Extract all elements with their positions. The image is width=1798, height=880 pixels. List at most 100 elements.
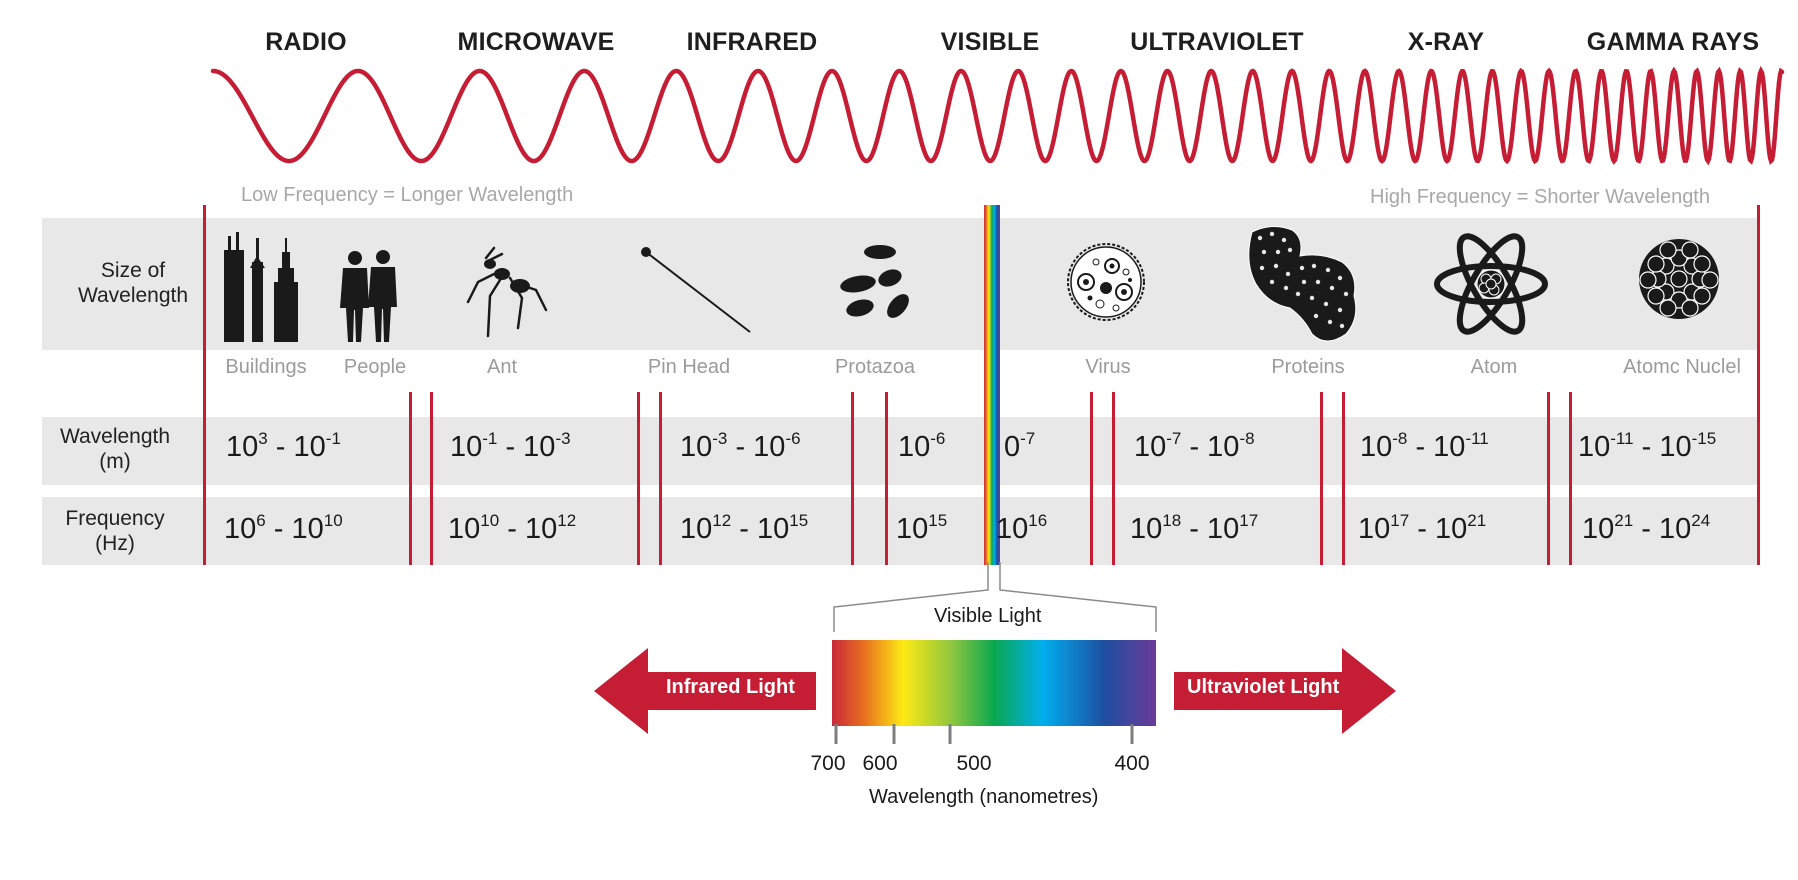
object-label-pin-head: Pin Head: [647, 356, 731, 378]
wavelength-base: 10: [898, 431, 931, 463]
wavelength-separator: -: [727, 431, 754, 463]
wavelength-exponent: -11: [1465, 429, 1489, 448]
protein-dot: [1323, 301, 1329, 307]
tick-700: 700: [810, 752, 846, 775]
protein-dot: [1283, 285, 1289, 291]
frequency-base: 10: [1206, 513, 1240, 545]
wavelength-base: 10: [1659, 431, 1692, 463]
wavelength-strip: [42, 417, 1760, 485]
nucleon-dot: [1647, 287, 1665, 305]
wave-line: [210, 65, 1785, 166]
wavelength-base: 10: [1207, 431, 1240, 463]
nucleon-dot: [1659, 299, 1677, 317]
protein-dot: [1301, 279, 1307, 285]
wavelength-separator: -: [267, 431, 294, 463]
wavelength-base: 10: [293, 431, 326, 463]
wavelength-value: 10-11 - 10-15: [1578, 429, 1717, 464]
wavelength-exponent: -6: [785, 429, 801, 448]
atomic-nuclei-icon: [1639, 239, 1719, 319]
frequency-exponent: 18: [1162, 511, 1182, 530]
nucleon-dot: [1681, 241, 1699, 259]
frequency-value: 1017 - 1021: [1358, 511, 1486, 546]
divider: [1342, 392, 1345, 565]
frequency-base: 10: [896, 513, 929, 545]
size-row-label-line1: Size of: [100, 259, 166, 282]
wavelength-value: 103 - 10-1: [226, 429, 341, 464]
frequency-exponent: 15: [928, 511, 948, 530]
protein-dot: [1287, 247, 1293, 253]
frequency-separator: -: [1633, 513, 1659, 545]
protein-dot: [1299, 265, 1305, 271]
frequency-base: 10: [448, 513, 481, 545]
protein-dot: [1337, 307, 1343, 313]
protein-dot: [1275, 249, 1281, 255]
protein-dot: [1309, 295, 1315, 301]
infrared-arrow-label: Infrared Light: [666, 676, 795, 698]
wavelength-exponent: -7: [1166, 429, 1182, 448]
visible-zoom-lines: [833, 562, 1157, 632]
frequency-row-label: Frequency (Hz): [40, 506, 190, 556]
nucleon-dot: [1693, 287, 1711, 305]
wavelength-exponent: -15: [1691, 429, 1717, 448]
frequency-value: 1016: [996, 511, 1048, 546]
wavelength-exponent: -7: [1020, 429, 1036, 448]
wavelength-base: 10: [523, 431, 556, 463]
divider: [1547, 392, 1550, 565]
frequency-exponent: 21: [1614, 511, 1634, 530]
object-label-atomic-nuclei: Atomc Nuclel: [1623, 356, 1741, 378]
protein-dot: [1285, 271, 1291, 277]
protein-dot: [1311, 263, 1317, 269]
protein-dot: [1269, 279, 1275, 285]
wavelength-value: 10-3 - 10-6: [680, 429, 801, 464]
frequency-separator: -: [1181, 513, 1207, 545]
nucleon-dot: [1701, 271, 1719, 289]
wavelength-row-label: Wavelength (m): [40, 424, 190, 474]
divider: [1090, 392, 1093, 565]
frequency-exponent: 16: [1028, 511, 1048, 530]
nucleon-dot: [1659, 241, 1677, 259]
frequency-exponent: 10: [323, 511, 343, 530]
frequency-base: 10: [291, 513, 324, 545]
wavelength-separator: -: [497, 431, 524, 463]
protein-dot: [1329, 285, 1335, 291]
band-x-ray: X-RAY: [1407, 28, 1485, 56]
wavelength-row-label-line2: (m): [99, 450, 131, 473]
divider-right-edge: [1757, 205, 1760, 565]
divider: [1112, 392, 1115, 565]
frequency-base: 10: [1358, 513, 1391, 545]
frequency-value: 1010 - 1012: [448, 511, 576, 546]
band-radio: RADIO: [265, 28, 347, 56]
atom-icon: [1434, 233, 1548, 335]
frequency-base: 10: [224, 513, 257, 545]
frequency-separator: -: [731, 513, 757, 545]
visible-light-title: Visible Light: [934, 605, 1042, 627]
wavelength-base: 10: [1134, 431, 1167, 463]
nucleon-dot: [1639, 271, 1657, 289]
tick-500: 500: [956, 752, 992, 775]
wavelength-base: 10: [753, 431, 786, 463]
frequency-base: 10: [1582, 513, 1615, 545]
object-label-buildings: Buildings: [225, 356, 307, 378]
object-label-people: People: [343, 356, 407, 378]
protein-dot: [1313, 313, 1319, 319]
object-label-protazoa: Protazoa: [834, 356, 916, 378]
band-visible: VISIBLE: [940, 28, 1040, 56]
divider: [659, 392, 662, 565]
size-row-label: Size of Wavelength: [58, 258, 208, 308]
protein-dot: [1337, 275, 1343, 281]
nucleon-dot: [1693, 255, 1711, 273]
wavelength-value: 10-6: [898, 429, 945, 464]
protein-dot: [1257, 235, 1263, 241]
divider: [851, 392, 854, 565]
spectrum-ticks: [834, 724, 1134, 744]
frequency-exponent: 10: [480, 511, 500, 530]
frequency-row-label-line1: Frequency: [65, 507, 165, 530]
wavelength-exponent: -3: [712, 429, 728, 448]
proteins-icon: [1248, 226, 1357, 342]
divider-left-edge: [203, 205, 206, 565]
protein-dot: [1327, 319, 1333, 325]
wavelength-value: 0-7: [1004, 429, 1036, 464]
wavelength-value: 10-1 - 10-3: [450, 429, 571, 464]
object-label-ant: Ant: [486, 356, 518, 378]
wavelength-exponent: -11: [1610, 429, 1634, 448]
